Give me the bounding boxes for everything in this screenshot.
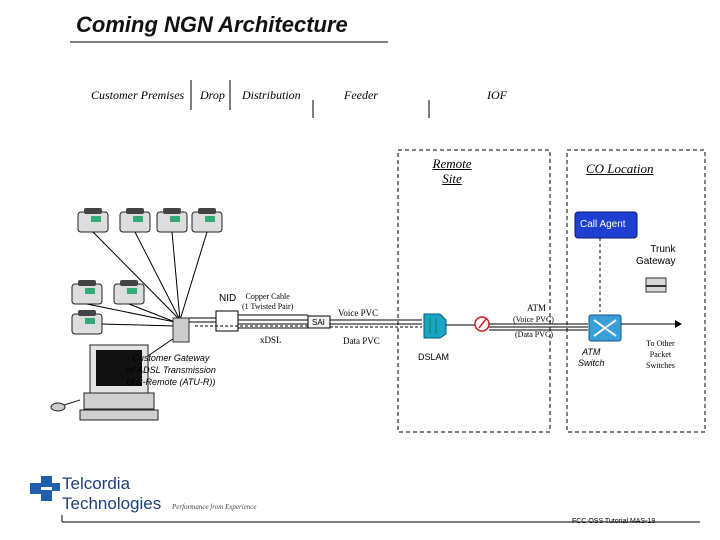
footer-label: FCC OSS Tutorial MAS-19	[572, 518, 656, 525]
phone-icon	[119, 208, 151, 233]
segment-label-iof: IOF	[487, 88, 507, 102]
customer-gateway-device	[172, 317, 190, 343]
call-agent-box	[574, 211, 638, 239]
atm-voice-pvc-label: (Voice PVC)	[513, 315, 554, 324]
nid-label: NID	[219, 293, 237, 304]
segment-label-drop: Drop	[200, 88, 225, 102]
telcordia-logo	[30, 476, 60, 501]
dslam-label: DSLAM	[418, 352, 450, 362]
dslam-device	[423, 313, 447, 339]
phone-icon	[71, 310, 103, 335]
atm-label: ATM	[527, 303, 547, 313]
atm-data-pvc-label: (Data PVC)	[515, 330, 553, 339]
phone-icon	[71, 280, 103, 305]
page-title: Coming NGN Architecture	[76, 12, 348, 37]
copper-cable-label: Copper Cable(1 Twisted Pair)	[242, 292, 294, 311]
call-agent-label: Call Agent	[580, 219, 626, 230]
co-location-label[interactable]: CO Location	[586, 161, 654, 176]
nid-box	[215, 310, 239, 332]
xdsl-label: xDSL	[260, 335, 282, 345]
segment-label-customer-premises: Customer Premises	[91, 88, 185, 102]
computer-icon	[50, 344, 159, 421]
data-pvc-label: Data PVC	[343, 336, 380, 346]
sai-label: SAI	[312, 318, 325, 327]
segment-label-feeder: Feeder	[344, 88, 378, 102]
atm-switch-device	[588, 314, 622, 342]
voice-pvc-label: Voice PVC	[338, 308, 379, 318]
co-location-box	[566, 149, 706, 433]
phone-icon	[113, 280, 145, 305]
segment-label-distribution: Distribution	[242, 88, 301, 102]
phone-icon	[77, 208, 109, 233]
phone-icon	[191, 208, 223, 233]
phone-icon	[156, 208, 188, 233]
remote-site-box	[397, 149, 551, 433]
logo-tagline: Performance from Experience	[172, 503, 257, 511]
sai-box	[307, 315, 331, 329]
